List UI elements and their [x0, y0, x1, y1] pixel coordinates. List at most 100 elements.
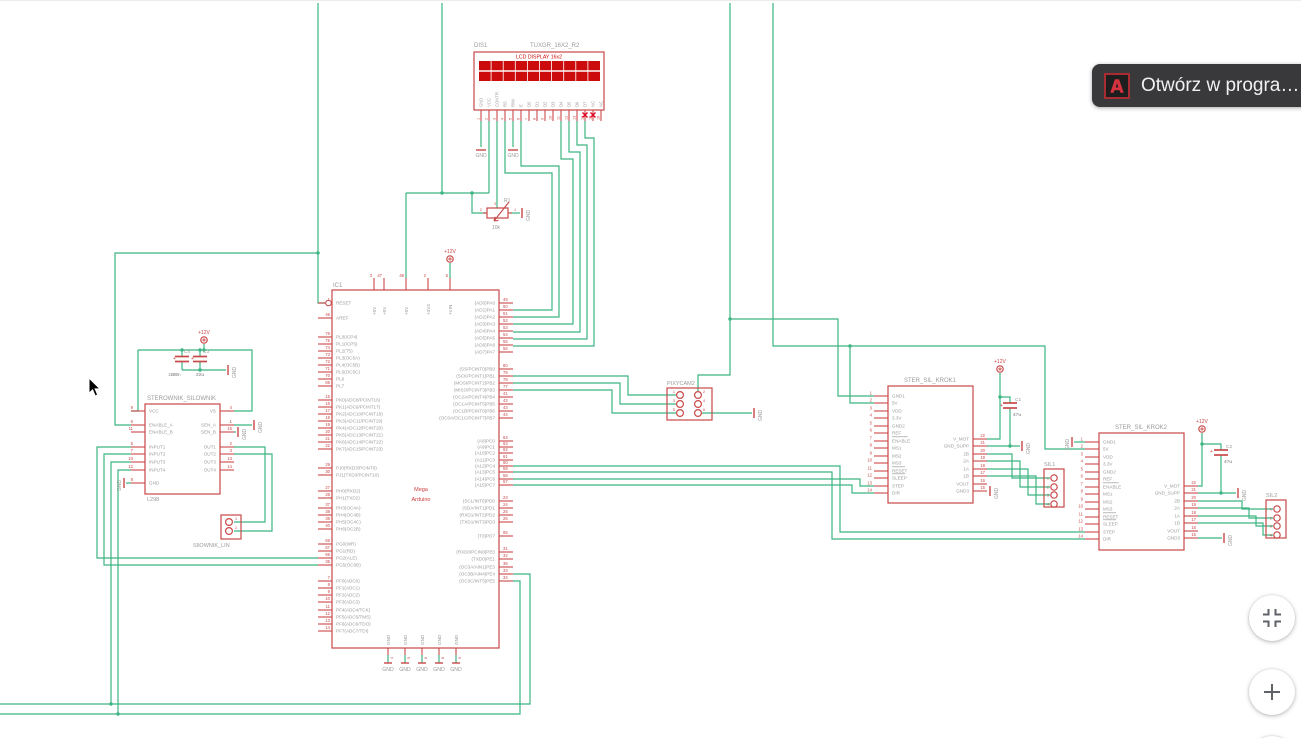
- pin-number: 6: [131, 419, 134, 424]
- fit-to-page-button[interactable]: [1249, 595, 1295, 641]
- pin-label: VDD: [892, 409, 902, 414]
- wire-junction: [198, 368, 202, 372]
- pin-number: 5: [673, 408, 675, 412]
- pin-number: 23: [503, 495, 508, 500]
- lcd-pin-label: R/W: [511, 99, 516, 107]
- pin-number: 9: [1081, 497, 1084, 502]
- pin-number: 3: [370, 273, 373, 278]
- pin-number: 2: [480, 208, 482, 212]
- pin-label: (AD0)PA0: [475, 301, 496, 306]
- wire: [1198, 507, 1273, 519]
- connector-pin: [693, 409, 702, 418]
- pin-number: 16: [1191, 525, 1196, 530]
- connector-pin: [225, 517, 234, 526]
- pin-number: 19: [1191, 502, 1196, 507]
- power-label: +12V: [198, 330, 210, 336]
- pin-label: (AD5)PA5: [475, 336, 496, 341]
- pin-number: 18: [325, 415, 330, 420]
- pin-number: 12: [565, 116, 569, 120]
- cap-name: C4: [184, 349, 190, 355]
- open-in-acrobat-button[interactable]: Otwórz w progra…: [1092, 64, 1301, 107]
- lcd-pin-label: NC: [591, 101, 596, 107]
- pin-number: 38: [325, 509, 330, 514]
- component-ref: DIS1: [474, 43, 488, 49]
- gnd-symbol: GND: [382, 667, 394, 673]
- pin-label: V_MOT: [1164, 484, 1180, 489]
- pin-number: 65: [503, 530, 508, 535]
- pin-number: 1: [230, 419, 233, 424]
- cap-value: 47u: [1013, 412, 1021, 418]
- wire: [1202, 443, 1222, 450]
- power-label: +12V: [1196, 419, 1208, 425]
- pin-label: ENABLE_A: [149, 423, 174, 428]
- pin-label: PF5(ADC5/TMS): [336, 615, 371, 620]
- wire: [0, 580, 521, 715]
- lcd-pin-label: GND: [479, 98, 484, 107]
- pin-number: 20: [1191, 495, 1196, 500]
- component-value: 10k: [492, 225, 501, 231]
- pin-number: 15: [980, 485, 985, 490]
- pin-label: SLEEP: [892, 476, 907, 481]
- pin-number: 75: [325, 338, 330, 343]
- pin-label: (SDA/INT1)PD1: [462, 506, 495, 511]
- pin-number: 13: [227, 456, 232, 461]
- pin-number: 12: [128, 464, 133, 469]
- pin-label: VCC: [149, 409, 159, 414]
- pin-label: ENABLE_B: [149, 430, 173, 435]
- component-ref: R1: [504, 198, 511, 204]
- pin-label: (AD7)PA7: [475, 350, 496, 355]
- pin-number: 11: [326, 604, 331, 609]
- pin-number: 3: [1047, 494, 1049, 498]
- error-x-mark: [590, 112, 596, 118]
- gnd-symbol: GND: [232, 367, 238, 379]
- wire: [504, 121, 553, 311]
- pin-label: GND: [386, 634, 391, 645]
- wire: [987, 373, 1001, 440]
- pin-number: 42: [503, 398, 508, 403]
- pin-number: 19: [325, 422, 330, 427]
- pin-label: PJ1(TXD3/PCINT10): [336, 473, 379, 478]
- wire: [513, 121, 588, 340]
- wire: [513, 471, 1085, 540]
- cap-value: 22u: [196, 372, 204, 378]
- wire: [987, 475, 1050, 505]
- pin-label: DIR: [892, 491, 901, 496]
- pin-label: OUT1: [204, 445, 217, 450]
- cap-value: 47u: [1013, 412, 1021, 418]
- wire: [1198, 433, 1203, 487]
- pin-label: MS1: [1103, 492, 1113, 497]
- pin-number: 1: [328, 297, 331, 302]
- component-ref: SIL1: [1044, 462, 1055, 468]
- connector-pin: [225, 526, 234, 535]
- pin-label: SLEEP: [1103, 522, 1118, 527]
- pin-number: 9: [458, 657, 462, 659]
- pin-number: 16: [325, 401, 330, 406]
- pin-label: PG0(WR): [336, 542, 356, 547]
- pin-label: INPUT3: [149, 460, 166, 465]
- pin-label: PL7: [336, 384, 345, 389]
- pin-number: 28: [325, 492, 330, 497]
- pin-number: 3: [493, 118, 497, 120]
- pin-number: 63: [503, 441, 508, 446]
- pin-number: 31: [503, 546, 508, 551]
- component-part: TUXGR_16X2_R2: [530, 43, 580, 49]
- pin-number: 5: [870, 421, 873, 426]
- pin-label: PK5(ADC13/PCINT21): [336, 433, 383, 438]
- acrobat-button-label: Otwórz w progra…: [1141, 74, 1300, 96]
- pin-label: PH0(RXD2): [336, 489, 361, 494]
- lcd-pin-label: RS: [503, 101, 508, 107]
- zoom-in-button[interactable]: [1249, 669, 1295, 715]
- pin-label: 1A: [1174, 514, 1181, 519]
- error-x-mark: [582, 112, 588, 118]
- pin-label: STEP: [892, 484, 904, 489]
- pin-label: VOUT: [956, 482, 969, 487]
- lcd-pin-label: NC: [599, 101, 604, 107]
- pin-number: 4: [703, 399, 705, 403]
- connector-pin: [1273, 505, 1281, 513]
- connector-pin: [693, 391, 702, 400]
- pin-number: 37: [325, 502, 330, 507]
- lcd-pin-label: D0: [527, 101, 532, 107]
- pin-label: (OC1A/PCINT5)PB5: [453, 402, 495, 407]
- component-ref: IC1: [333, 283, 343, 289]
